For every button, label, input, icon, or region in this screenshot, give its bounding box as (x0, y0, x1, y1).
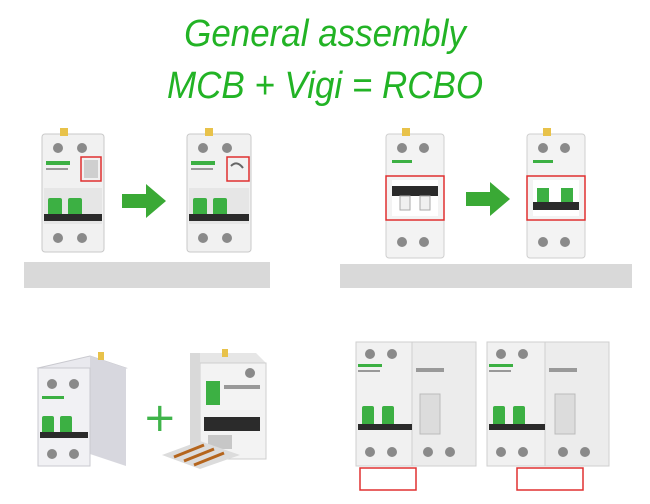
title-line-2: MCB + Vigi = RCBO (166, 65, 484, 107)
mcb-handle-linked-image (385, 128, 445, 259)
rcbo-assembly-left-image (355, 341, 477, 491)
right-arrow-icon (466, 182, 510, 216)
step-1-base-band (24, 262, 270, 288)
mcb-cover-off-image (186, 128, 252, 253)
title-line-1: General assembly (184, 13, 466, 55)
mcb-module-image (36, 352, 128, 467)
vigi-module-image (162, 349, 267, 469)
step-2-base-band (340, 264, 632, 288)
rcbo-assembly-right-image (486, 341, 610, 491)
plus-icon: + (143, 395, 177, 441)
mcb-cover-on-image (41, 128, 105, 253)
right-arrow-icon (122, 184, 166, 218)
mcb-handle-closed-image (526, 128, 586, 259)
